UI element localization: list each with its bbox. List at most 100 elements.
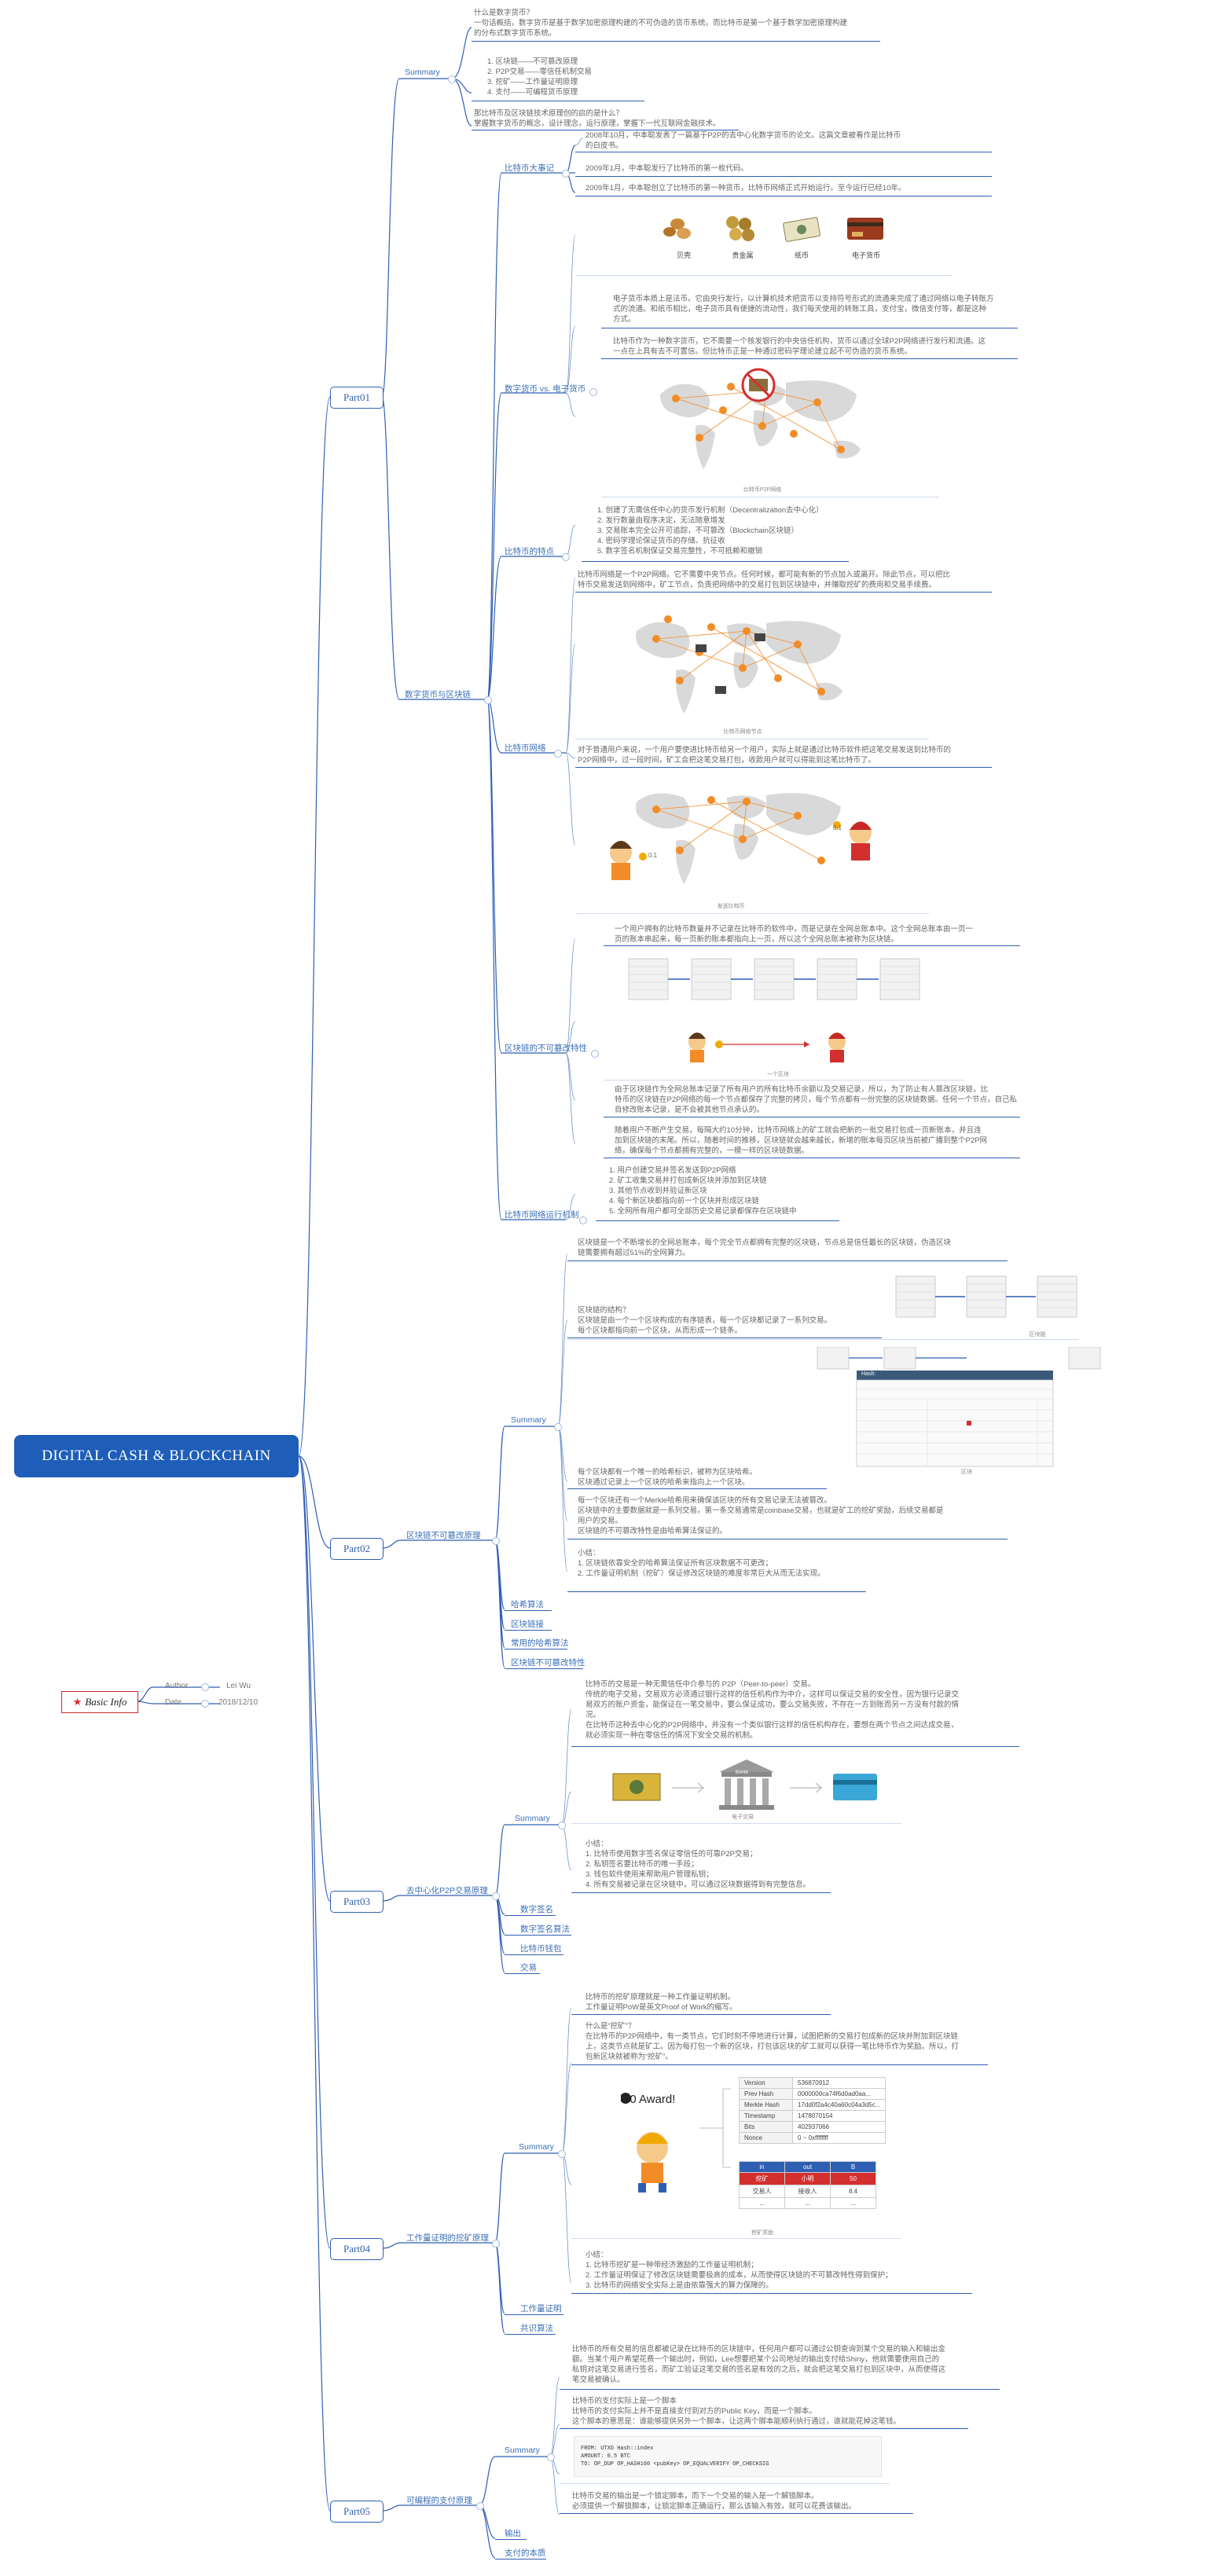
running-list: 1. 用户创建交易并签名发送到P2P网络 2. 矿工收集交易并打包成新区块并添加… [609,1166,797,1216]
network-send-text: 对于普通用户来说，一个用户要使进比特币给另一个用户，实际上就是通过比特币软件把这… [578,746,952,765]
p2-sub-1[interactable]: 哈希算法 [511,1600,544,1609]
p2-sub-3[interactable]: 常用的哈希算法 [511,1638,569,1648]
collapse-toggle[interactable] [562,553,570,561]
part-03-node[interactable]: Part03 [330,1891,384,1913]
collapse-toggle[interactable] [591,1050,599,1058]
collapse-toggle[interactable] [562,170,570,178]
p3-branch-label[interactable]: 去中心化P2P交易原理 [406,1886,488,1895]
money-label-shell: 贝壳 [676,251,691,259]
immutable-text-1: 一个用户拥有的比特币数量并不记录在比特币的软件中，而是记录在全网总账本中。这个全… [615,925,974,944]
header-field: Version [739,2077,793,2089]
p2-text-3: 每个区块都有一个唯一的哈希标识，被称为区块哈希。 区块通过记录上一个区块的哈希来… [578,1468,758,1487]
p5-branch-label[interactable]: 可编程的支付原理 [406,2496,472,2505]
ledger-pages-figure [621,954,935,1084]
money-evolution-figure [660,208,896,271]
p4-sub-1[interactable]: 工作量证明 [520,2304,562,2314]
collapse-toggle[interactable] [492,1892,500,1900]
p4-sub-2[interactable]: 共识算法 [520,2324,553,2333]
basic-info-node[interactable]: ★ Basic Info [61,1691,138,1713]
p4-summary-label[interactable]: Summary [519,2142,554,2152]
network-text: 比特币网络是一个P2P网络。它不需要中央节点。任何时候，都可能有新的节点加入或离… [578,571,950,589]
event-2009-launch: 2009年1月，中本聪创立了比特币的第一种货币，比特币网络正式开始运行。至今运行… [585,184,906,193]
p4-text-3: 小结： 1. 比特币挖矿是一种带经济激励的工作量证明机制； 2. 工作量证明保证… [585,2251,893,2290]
send-bitcoin-caption: 发送比特币 [717,904,745,909]
p2-text-1: 区块链是一个不断增长的全网总账本，每个完全节点都拥有完整的区块链，节点总是信任最… [578,1238,952,1257]
p1-summary-label[interactable]: Summary [405,68,440,77]
immutable-label[interactable]: 区块链的不可篡改特性 [505,1044,587,1053]
block-structure-figure [809,1346,1108,1477]
events-label[interactable]: 比特币大事记 [505,163,554,173]
part-02-node[interactable]: Part02 [330,1538,384,1560]
header-field: Timestamp [739,2110,793,2122]
collapse-toggle[interactable] [554,1423,562,1431]
script-code: FROM: UTXO Hash::index AMOUNT: 0.5 BTC T… [581,2446,769,2468]
p2-sub-4[interactable]: 区块链不可篡改特性 [511,1658,585,1668]
card-icon [833,1774,877,1800]
features-label[interactable]: 比特币的特点 [505,547,554,556]
sender-avatar [610,841,632,880]
cash-icon [612,1773,661,1801]
p3-sub-1[interactable]: 数字签名 [520,1905,553,1914]
collapse-toggle[interactable] [448,75,456,83]
collapse-toggle[interactable] [554,750,562,758]
collapse-toggle[interactable] [579,1216,587,1224]
part-01-node[interactable]: Part01 [330,387,384,409]
collapse-toggle[interactable] [492,1537,500,1545]
blockchain-caption: 区块链 [1029,1332,1046,1338]
p3-sub-3[interactable]: 比特币钱包 [520,1944,562,1954]
network-label[interactable]: 比特币网络 [505,743,546,753]
tx-cell: 8.4 [830,2185,876,2198]
computer-icon [696,633,765,694]
collapse-toggle[interactable] [547,2453,555,2461]
p2-sub-2[interactable]: 区块链接 [511,1620,544,1629]
p3-summary-label[interactable]: Summary [515,1814,550,1823]
star-icon: ★ [72,1696,83,1708]
part-04-node[interactable]: Part04 [330,2238,384,2260]
root-node[interactable]: DIGITAL CASH & BLOCKCHAIN [14,1435,299,1477]
p2p-network-figure [644,363,880,485]
blockchain-figure [880,1268,1092,1335]
collapse-toggle[interactable] [201,1700,209,1708]
p5-sub-2[interactable]: 支付的本质 [505,2548,546,2558]
header-field: Nonce [739,2132,793,2144]
p4-branch-label[interactable]: 工作量证明的挖矿原理 [406,2233,489,2243]
collapse-toggle[interactable] [589,388,597,396]
money-label-note: 纸币 [794,251,809,259]
p1-branch-label[interactable]: 数字货币与区块链 [405,690,471,699]
digital-vs-label[interactable]: 数字货币 vs. 电子货币 [505,384,586,394]
part-05-node[interactable]: Part05 [330,2501,384,2523]
p5-sub-1[interactable]: 输出 [505,2529,521,2538]
p2-summary-label[interactable]: Summary [511,1415,546,1425]
collapse-toggle[interactable] [201,1683,209,1691]
no-bank-icon [741,368,776,402]
p2-branch-label[interactable]: 区块链不可篡改原理 [406,1531,481,1540]
p5-text-3: 比特币交易的输出是一个锁定脚本，而下一个交易的输入是一个解锁脚本。 必须提供一个… [572,2492,857,2511]
part-01-label: Part01 [343,391,370,403]
p3-sub-2[interactable]: 数字签名算法 [520,1925,570,1934]
money-label-gold: 贵金属 [732,251,754,259]
p1-summary-question2: 那比特币及区块链技术原理创的启的是什么？ 掌握数字货币的概念，设计理念，运行原理… [474,109,721,128]
p3-text-2: 小结： 1. 比特币使用数字签名保证零信任的可靠P2P交易； 2. 私钥签名要比… [585,1840,811,1889]
date-value: 2018/12/10 [218,1698,259,1707]
tx-cell: ... [739,2197,785,2209]
collapse-toggle[interactable] [558,2150,566,2158]
tx-column-header: B [830,2161,876,2173]
collapse-toggle[interactable] [492,2240,500,2248]
tx-person-left [688,1033,706,1062]
collapse-toggle[interactable] [484,696,492,704]
tx-cell: 接收人 [784,2185,831,2198]
collapse-toggle[interactable] [476,2502,484,2510]
mining-award-figure [620,2073,888,2226]
bank-icon [719,1760,774,1810]
date-label: Date [165,1698,182,1707]
bank-text: BANK [736,1771,749,1775]
p5-summary-label[interactable]: Summary [505,2446,540,2455]
running-label[interactable]: 比特币网络运行机制 [505,1210,579,1220]
block-caption: 一个区块 [767,1072,789,1077]
collapse-toggle[interactable] [558,1822,566,1829]
p3-sub-4[interactable]: 交易 [520,1963,537,1972]
